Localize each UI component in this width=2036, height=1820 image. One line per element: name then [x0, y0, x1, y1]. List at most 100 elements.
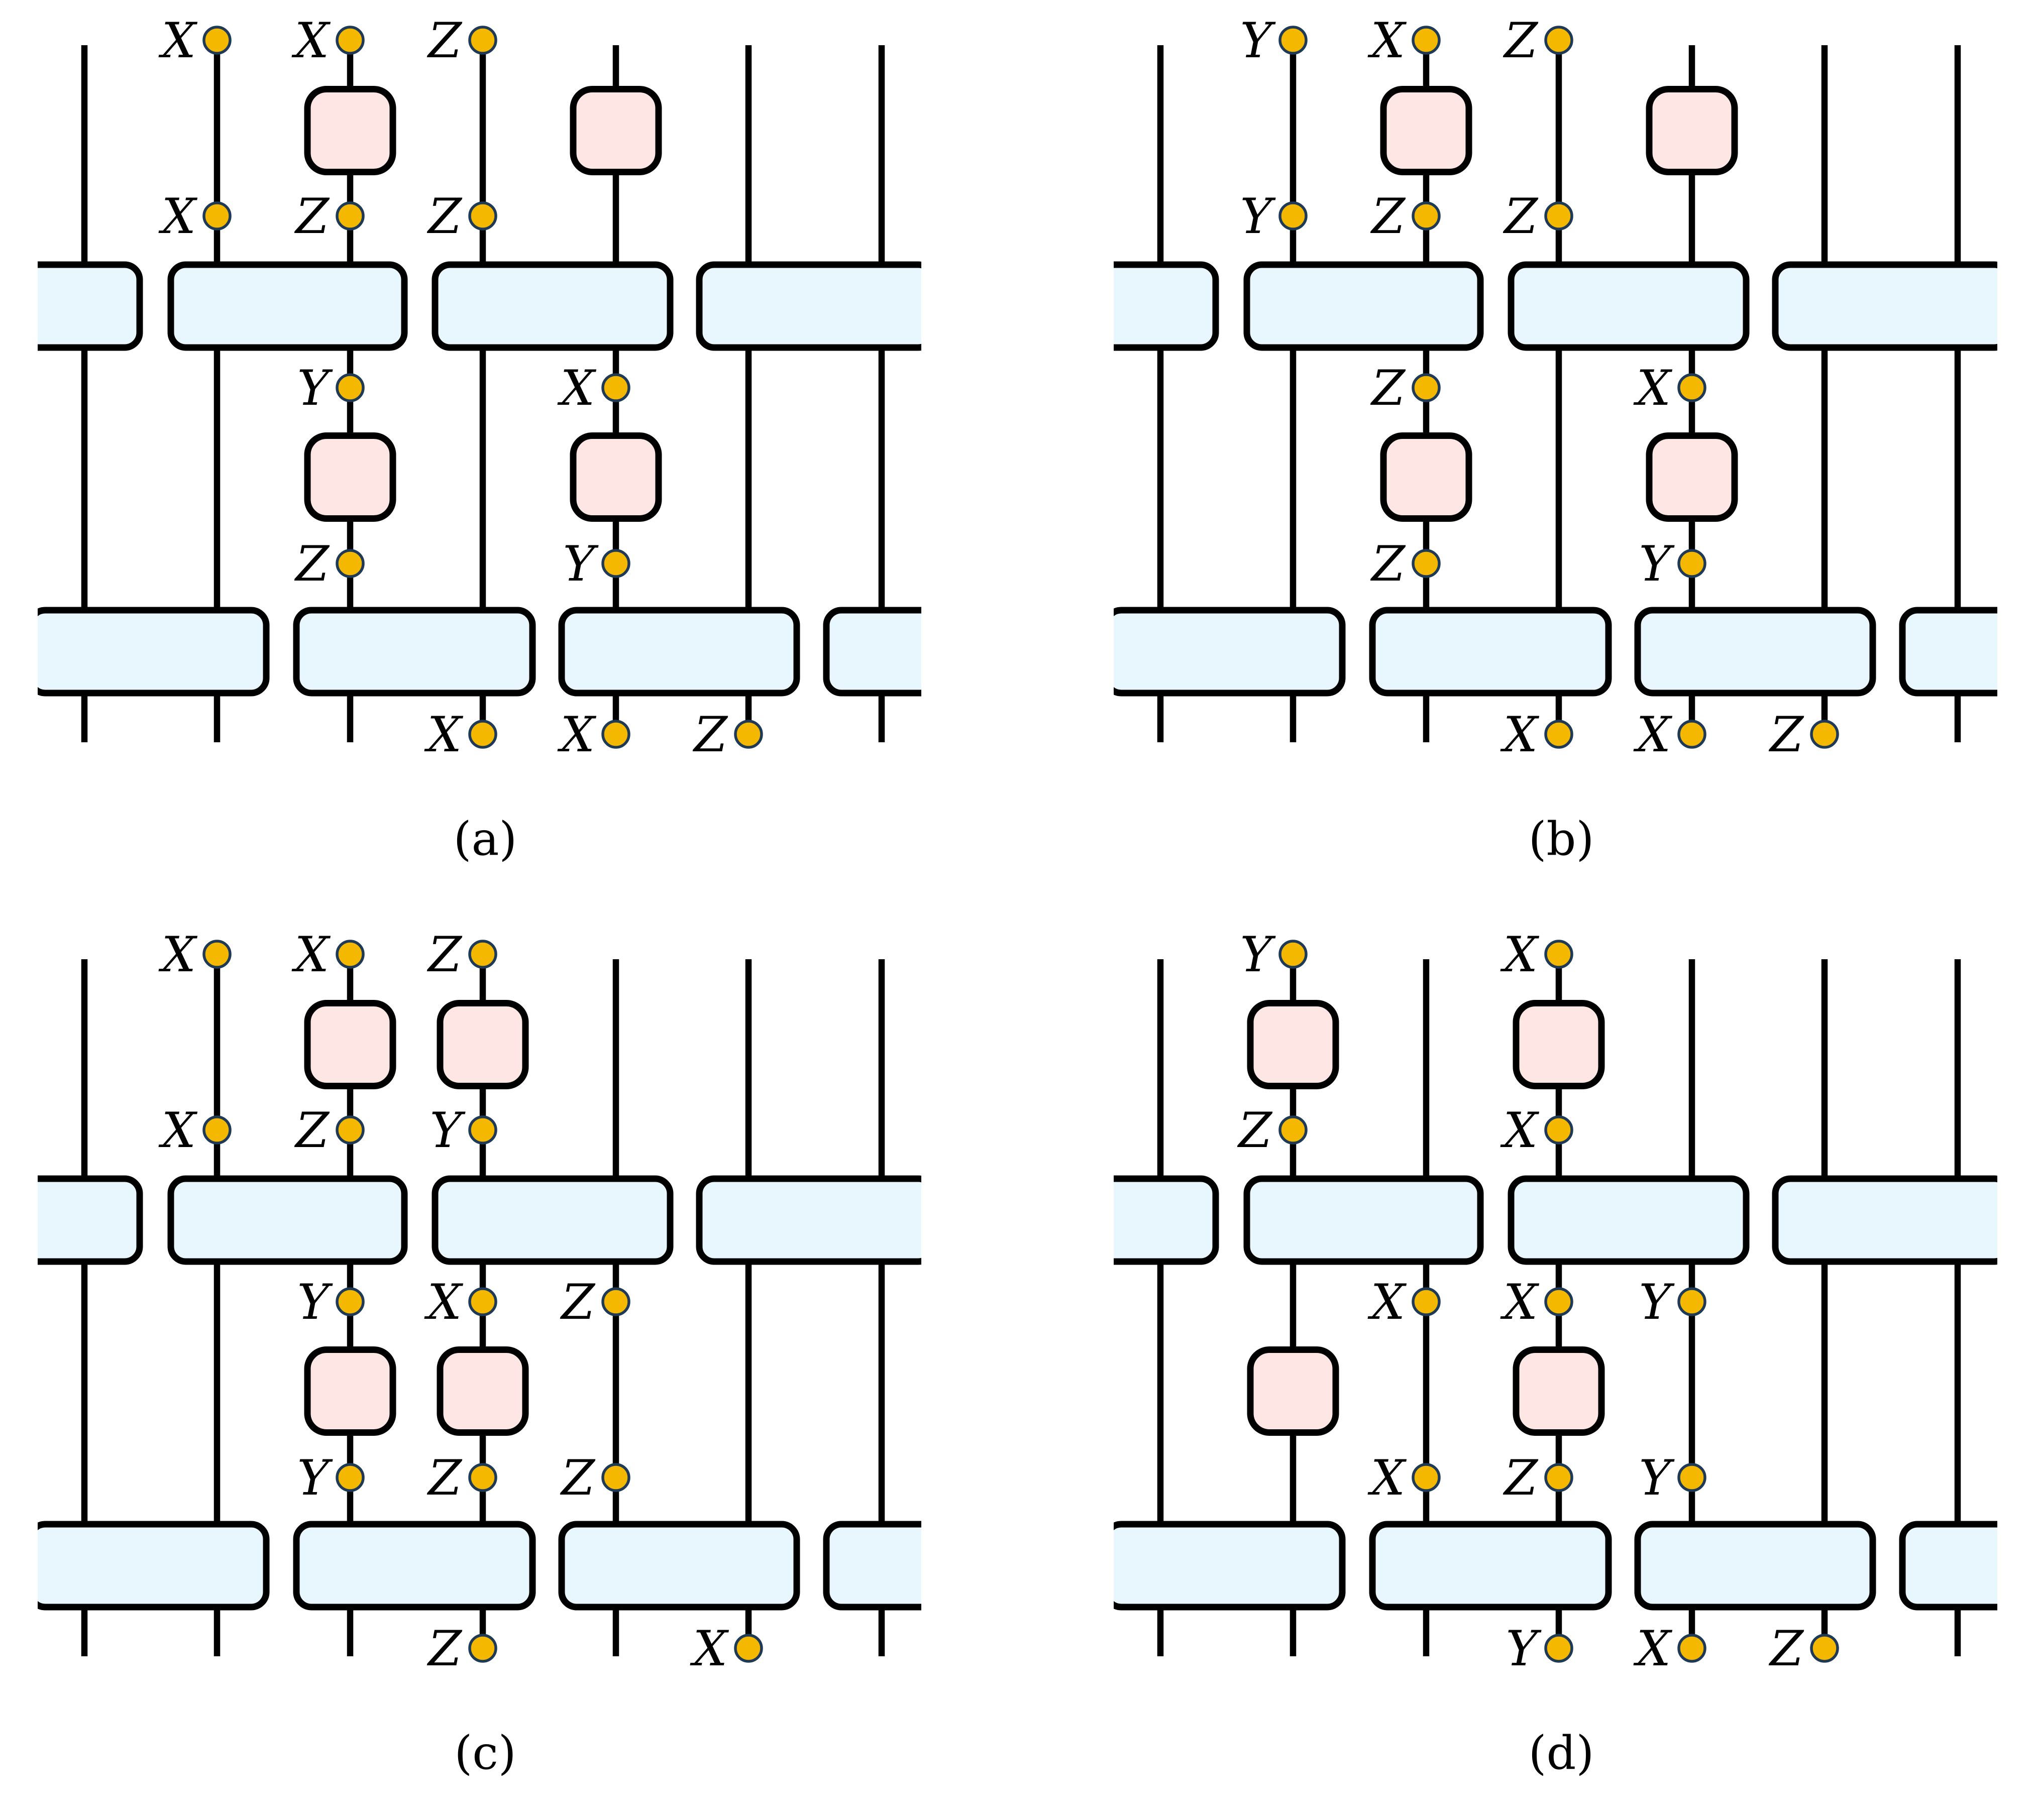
- pauli-dot: [1412, 26, 1441, 55]
- pauli-label: X: [291, 13, 331, 69]
- pauli-marker: X: [1367, 13, 1441, 69]
- pauli-label: X: [1500, 707, 1540, 763]
- pauli-marker: Z: [1503, 1450, 1573, 1506]
- pauli-dot: [336, 373, 365, 402]
- two-qubit-gate: [432, 261, 674, 351]
- panel-caption: (b): [1529, 812, 1594, 866]
- pauli-label: Z: [426, 927, 463, 983]
- pauli-dot: [202, 1115, 232, 1145]
- pauli-dot: [1544, 1463, 1573, 1492]
- single-qubit-gate: [1247, 1346, 1339, 1436]
- pauli-dot: [468, 720, 497, 749]
- single-qubit-gate: [1646, 86, 1738, 175]
- two-qubit-gate-layer: [1114, 1175, 1997, 1611]
- pauli-marker: Y: [297, 1450, 365, 1506]
- two-qubit-gate: [1114, 261, 1219, 351]
- single-qubit-gate: [304, 1346, 396, 1436]
- pauli-marker: X: [158, 1102, 232, 1159]
- pauli-dot: [601, 1287, 630, 1316]
- single-qubit-gate: [1247, 1000, 1339, 1089]
- pauli-dot: [1677, 549, 1706, 578]
- pauli-label: X: [291, 927, 331, 983]
- pauli-marker: X: [1367, 1274, 1441, 1330]
- pauli-marker: Y: [430, 1102, 497, 1159]
- single-qubit-gate: [437, 1000, 529, 1089]
- pauli-dot: [336, 940, 365, 969]
- pauli-marker: Y: [1506, 1621, 1573, 1677]
- pauli-marker: X: [1633, 1621, 1706, 1677]
- pauli-label: Z: [426, 1621, 463, 1677]
- pauli-dot: [336, 201, 365, 231]
- pauli-dot: [336, 1463, 365, 1492]
- pauli-marker: Y: [563, 536, 630, 592]
- pauli-label: Z: [1503, 1450, 1539, 1506]
- two-qubit-gate: [38, 607, 270, 697]
- pauli-label: X: [424, 1274, 464, 1330]
- two-qubit-gate: [1899, 607, 1997, 697]
- pauli-label: Y: [1240, 927, 1276, 983]
- two-qubit-gate: [38, 261, 143, 351]
- pauli-marker: Y: [1639, 1274, 1706, 1330]
- pauli-label: Z: [1503, 13, 1539, 69]
- pauli-label: X: [1367, 13, 1407, 69]
- pauli-dot: [468, 1463, 497, 1492]
- pauli-label: Z: [1768, 1621, 1804, 1677]
- single-qubit-gate: [437, 1346, 529, 1436]
- pauli-label: Z: [426, 188, 463, 245]
- pauli-dot: [601, 373, 630, 402]
- two-qubit-gate: [293, 607, 536, 697]
- pauli-dot: [336, 26, 365, 55]
- single-qubit-gate: [570, 432, 662, 522]
- pauli-label: Z: [1503, 188, 1539, 245]
- two-qubit-gate: [1634, 1521, 1876, 1611]
- single-qubit-gate: [1513, 1346, 1605, 1436]
- pauli-marker: X: [291, 13, 365, 69]
- pauli-marker: Z: [294, 188, 365, 245]
- pauli-label: Y: [1506, 1621, 1542, 1677]
- pauli-dot: [202, 26, 232, 55]
- pauli-marker: X: [557, 360, 630, 416]
- panel-caption: (c): [454, 1726, 516, 1780]
- pauli-dot: [336, 1115, 365, 1145]
- pauli-label: Z: [294, 1102, 330, 1159]
- two-qubit-gate: [167, 1175, 408, 1265]
- single-qubit-gate: [304, 432, 396, 522]
- pauli-dot: [1278, 201, 1308, 231]
- pauli-marker: X: [1367, 1450, 1441, 1506]
- pauli-label: X: [1633, 1621, 1673, 1677]
- pauli-marker: X: [1500, 1102, 1573, 1159]
- pauli-label: X: [1633, 360, 1673, 416]
- two-qubit-gate: [1369, 607, 1612, 697]
- pauli-marker: X: [424, 707, 497, 763]
- pauli-marker: Y: [297, 360, 365, 416]
- two-qubit-gate: [696, 1175, 921, 1265]
- pauli-dot: [1412, 549, 1441, 578]
- two-qubit-gate: [1114, 1521, 1346, 1611]
- pauli-marker: X: [690, 1621, 763, 1677]
- pauli-dot: [1544, 720, 1573, 749]
- pauli-label: X: [557, 360, 597, 416]
- two-qubit-gate: [432, 1175, 674, 1265]
- pauli-label: Z: [294, 188, 330, 245]
- two-qubit-gate-layer: [1114, 261, 1997, 697]
- pauli-dot: [1544, 940, 1573, 969]
- pauli-dot: [468, 26, 497, 55]
- single-qubit-gate: [1646, 432, 1738, 522]
- pauli-dot: [1810, 720, 1839, 749]
- pauli-marker: Z: [294, 536, 365, 592]
- pauli-dot: [1412, 201, 1441, 231]
- pauli-dot: [1544, 1634, 1573, 1663]
- pauli-dot: [1412, 1463, 1441, 1492]
- single-qubit-gate: [1513, 1000, 1605, 1089]
- pauli-marker: Z: [560, 1450, 630, 1506]
- pauli-marker: X: [557, 707, 630, 763]
- pauli-label: Y: [430, 1102, 466, 1159]
- pauli-label: X: [1367, 1274, 1407, 1330]
- two-qubit-gate: [1772, 261, 1997, 351]
- pauli-dot: [734, 720, 763, 749]
- two-qubit-gate-layer: [38, 1175, 921, 1611]
